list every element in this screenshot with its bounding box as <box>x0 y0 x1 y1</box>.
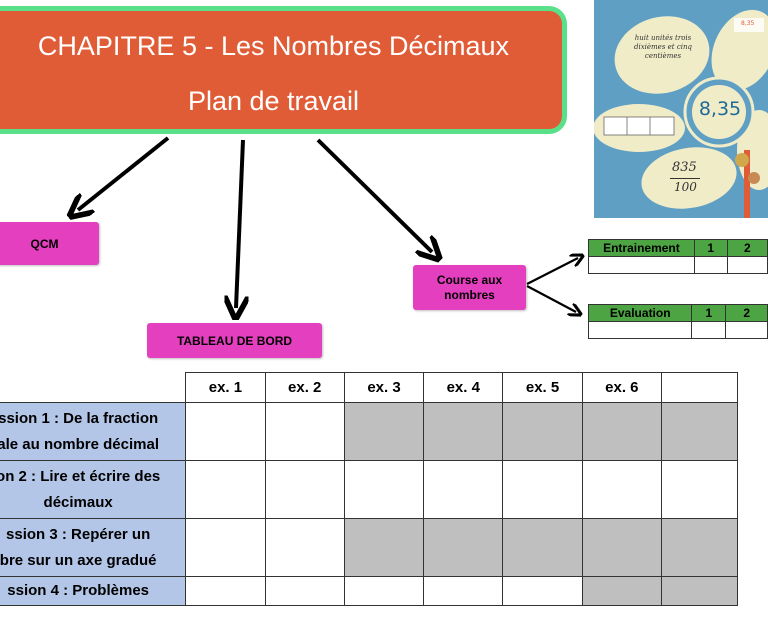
sessions-table: ex. 1 ex. 2 ex. 3 ex. 4 ex. 5 ex. 6 ssio… <box>0 372 739 606</box>
cell-disabled <box>343 402 425 461</box>
session-1-label: ssion 1 : De la fraction ale au nombre dé… <box>0 402 187 461</box>
petal-fraction-num: 835 <box>672 160 697 175</box>
qcm-node: QCM <box>0 222 99 265</box>
entrainement-col-1: 1 <box>693 239 728 257</box>
session-3-label: ssion 3 : Repérer un bre sur un axe gradu… <box>0 518 187 577</box>
header-ex-1: ex. 1 <box>185 372 266 403</box>
evaluation-col-1: 1 <box>691 304 727 322</box>
arrow-to-qcm <box>78 136 170 210</box>
evaluation-cell <box>587 321 693 339</box>
evaluation-cell <box>691 321 727 339</box>
table-row: on 2 : Lire et écrire des décimaux <box>0 460 739 519</box>
cell[interactable] <box>185 518 266 577</box>
cell-disabled <box>423 518 504 577</box>
tableau-de-bord-node: TABLEAU DE BORD <box>147 323 322 358</box>
header-ex-6: ex. 6 <box>581 372 662 403</box>
cell-disabled <box>581 576 662 606</box>
flower-center-value: 8,35 <box>698 98 742 120</box>
arrow-to-course <box>316 138 432 252</box>
session-4-line1: ssion 4 : Problèmes <box>7 582 149 599</box>
chapter-title: CHAPITRE 5 - Les Nombres Décimaux <box>37 31 510 61</box>
petal-fraction-den: 100 <box>674 180 697 194</box>
cell[interactable] <box>264 402 345 461</box>
chapter-subtitle: Plan de travail <box>187 86 360 116</box>
cell[interactable] <box>343 460 425 519</box>
decimal-flower-photo: 8,35 huit unités trois dixièmes et cinq … <box>594 0 768 218</box>
session-2-label: on 2 : Lire et écrire des décimaux <box>0 460 187 519</box>
cell-disabled <box>660 576 739 606</box>
header-ex-2: ex. 2 <box>264 372 345 403</box>
session-1-line2: ale au nombre décimal <box>0 435 160 453</box>
cell-disabled <box>581 402 662 461</box>
header-ex-4: ex. 4 <box>423 372 504 403</box>
header-ex-3: ex. 3 <box>343 372 425 403</box>
cell[interactable] <box>502 576 583 606</box>
cell-disabled <box>660 518 739 577</box>
cell-disabled <box>343 518 425 577</box>
entrainement-cell <box>726 256 768 274</box>
cell[interactable] <box>264 518 345 577</box>
table-corner <box>0 372 187 403</box>
table-row: ssion 3 : Repérer un bre sur un axe gradu… <box>0 518 739 577</box>
course-line2: nombres <box>444 287 495 302</box>
cell-disabled <box>502 402 583 461</box>
header-ex-7 <box>660 372 739 403</box>
course-line1: Course aux <box>436 272 503 287</box>
entrainement-table: Entrainement 1 2 <box>588 239 768 274</box>
cell-disabled <box>423 402 504 461</box>
petal-ruler-value: 8,35 <box>741 20 755 27</box>
flow-arrows <box>0 136 768 372</box>
cell-disabled <box>581 518 662 577</box>
cell[interactable] <box>423 576 504 606</box>
evaluation-table: Evaluation 1 2 <box>587 304 768 339</box>
fraction-bar <box>670 178 700 179</box>
arrow-to-entrainement <box>526 258 578 285</box>
course-aux-nombres-node: Course aux nombres <box>413 265 526 310</box>
cell[interactable] <box>264 460 345 519</box>
evaluation-label: Evaluation <box>587 304 693 322</box>
cell-disabled <box>660 402 739 461</box>
session-3-line1: ssion 3 : Repérer un <box>6 525 151 543</box>
session-2-line2: décimaux <box>43 493 113 511</box>
table-row: ssion 1 : De la fraction ale au nombre dé… <box>0 402 739 461</box>
entrainement-label: Entrainement <box>588 239 695 257</box>
cell[interactable] <box>343 576 425 606</box>
session-1-line1: ssion 1 : De la fraction <box>0 409 159 427</box>
cell[interactable] <box>185 402 266 461</box>
entrainement-col-2: 2 <box>726 239 768 257</box>
entrainement-cell <box>588 256 695 274</box>
title-banner: CHAPITRE 5 - Les Nombres Décimaux Plan d… <box>0 6 567 134</box>
session-3-line2: bre sur un axe gradué <box>0 551 157 569</box>
header-ex-5: ex. 5 <box>502 372 583 403</box>
petal-words: huit unités trois dixièmes et cinq centi… <box>634 34 692 60</box>
session-2-line1: on 2 : Lire et écrire des <box>0 467 161 485</box>
cell-disabled <box>502 518 583 577</box>
arrow-to-evaluation <box>526 285 576 312</box>
cell[interactable] <box>660 460 739 519</box>
cell[interactable] <box>581 460 662 519</box>
evaluation-cell <box>725 321 768 339</box>
cell[interactable] <box>423 460 504 519</box>
session-4-label: ssion 4 : Problèmes <box>0 576 187 606</box>
evaluation-col-2: 2 <box>725 304 768 322</box>
cell[interactable] <box>502 460 583 519</box>
arrow-to-tableau <box>236 139 243 308</box>
cell[interactable] <box>264 576 345 606</box>
cell[interactable] <box>185 576 266 606</box>
cell[interactable] <box>185 460 266 519</box>
table-row: ssion 4 : Problèmes <box>0 576 739 606</box>
entrainement-cell <box>693 256 728 274</box>
